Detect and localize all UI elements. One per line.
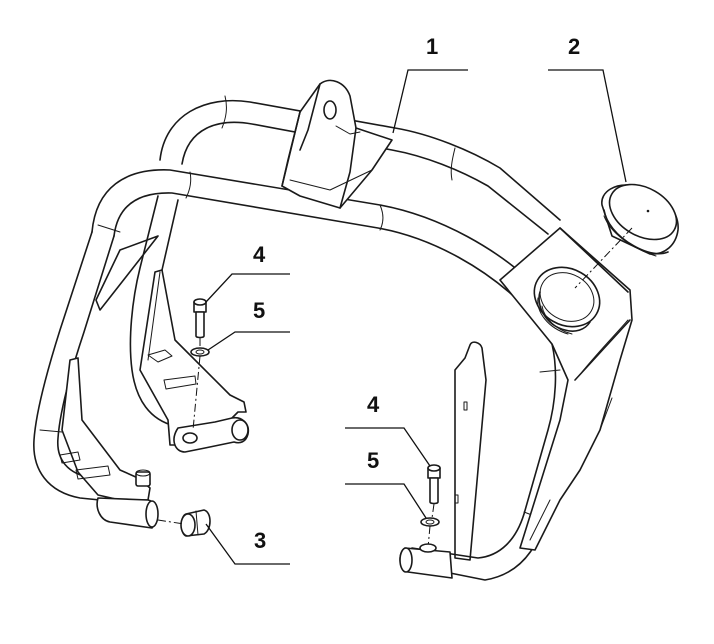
left-inner-bracket <box>139 269 250 453</box>
rubber-bumper-part <box>180 509 211 537</box>
callout-3: 3 <box>254 528 266 553</box>
callout-4-right: 4 <box>367 392 380 417</box>
top-mounting-bracket <box>281 79 393 209</box>
end-cap-part <box>601 183 679 257</box>
callout-5-left: 5 <box>253 298 265 323</box>
callout-5-right: 5 <box>367 448 379 473</box>
callout-labels: 1 2 3 4 5 4 5 <box>253 34 580 553</box>
callout-4-left: 4 <box>253 242 266 267</box>
bolt-left <box>193 298 207 339</box>
callout-2: 2 <box>568 34 580 59</box>
callout-leaders <box>205 69 627 565</box>
bolt-left-axis <box>192 338 201 431</box>
left-inner-upright <box>95 235 159 311</box>
right-bottom-boss <box>399 543 453 579</box>
left-outer-bracket <box>59 357 159 529</box>
crash-bar-frame <box>33 95 578 581</box>
bolt-right <box>427 464 441 505</box>
washer-left <box>190 347 210 357</box>
washer-right <box>420 517 440 527</box>
cap-axis-line <box>574 227 633 289</box>
callout-1: 1 <box>426 34 438 59</box>
panel-cap-socket <box>533 266 601 335</box>
bumper-axis-line <box>157 519 185 525</box>
